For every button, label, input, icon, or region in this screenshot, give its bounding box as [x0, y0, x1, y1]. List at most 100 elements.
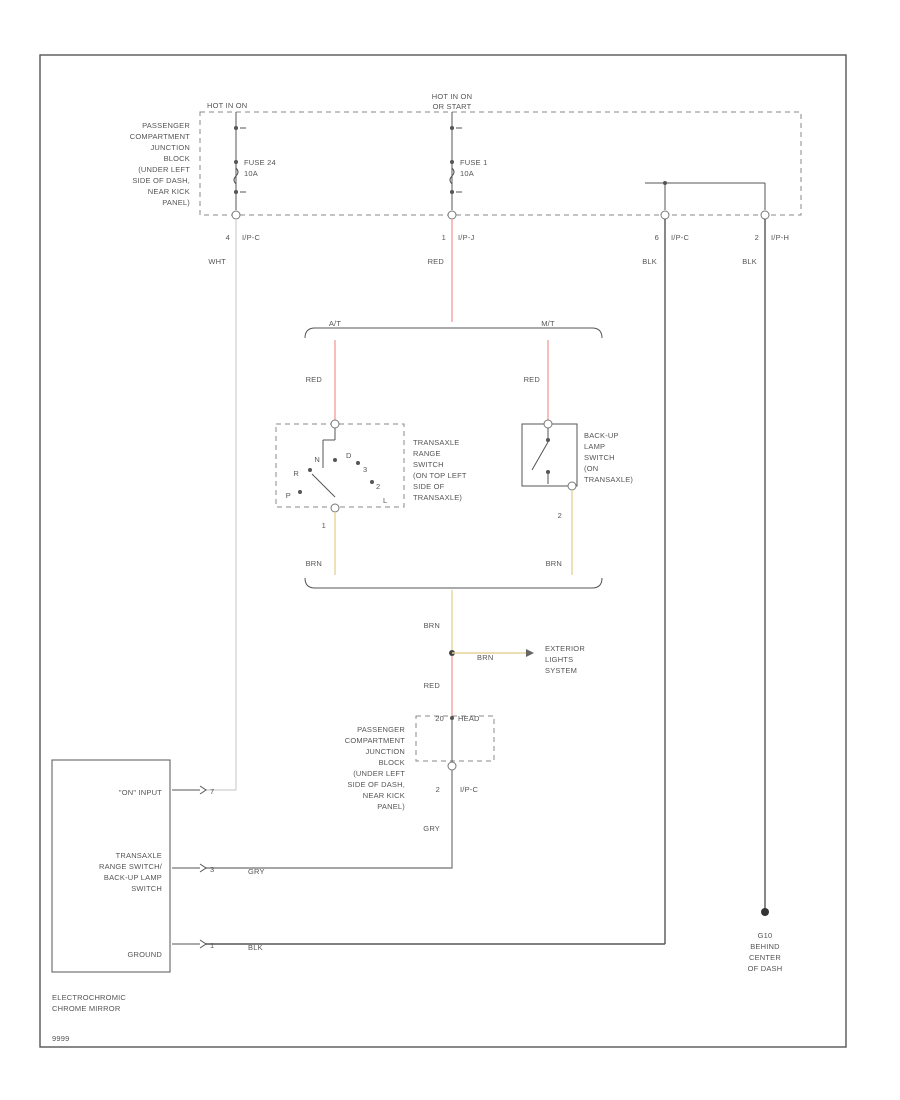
ground-splice-top	[645, 181, 766, 210]
pin-number: 2	[558, 511, 562, 520]
position-label: D	[346, 451, 352, 460]
hot-left-label: HOT IN ON	[207, 101, 247, 110]
label-line: COMPARTMENT	[345, 736, 405, 745]
label-line: BLOCK	[164, 154, 190, 163]
label-line: NEAR KICK	[363, 791, 405, 800]
fuse-name: FUSE 24	[244, 158, 276, 167]
wire-color-label: RED	[428, 257, 445, 266]
pin-number: 3	[210, 865, 214, 874]
position-label: P	[286, 491, 291, 500]
label-line: SWITCH	[413, 460, 444, 469]
input-label: "ON" INPUT	[119, 788, 162, 797]
wire-color-label: BRN	[424, 621, 440, 630]
pin-number: 4	[226, 233, 230, 242]
pin-number: 20	[435, 714, 444, 723]
label-line: SIDE OF	[413, 482, 445, 491]
pin-number: 2	[755, 233, 759, 242]
mirror-title: ELECTROCHROMIC CHROME MIRROR	[52, 993, 126, 1013]
input-label: TRANSAXLE	[116, 851, 162, 860]
wire-color-label: RED	[306, 375, 323, 384]
diagram-frame	[39, 54, 847, 1048]
label-line: ELECTROCHROMIC	[52, 993, 126, 1002]
wire-color-label: BRN	[546, 559, 562, 568]
hot-center-label: HOT IN ON	[432, 92, 472, 101]
split-label-mt: M/T	[541, 319, 555, 328]
wire-color-label: RED	[524, 375, 541, 384]
split-label-at: A/T	[329, 319, 341, 328]
wire-color-label: BRN	[306, 559, 322, 568]
connector-pins-top: 4 I/P-C 1 I/P-J 6 I/P-C 2 I/P-H WHT RED …	[208, 210, 789, 266]
wire-color-label: BLK	[642, 257, 657, 266]
label-line: PANEL)	[377, 802, 405, 811]
fuse-1: FUSE 1 10A	[449, 112, 487, 210]
label-line: COMPARTMENT	[130, 132, 190, 141]
label-line: BLOCK	[379, 758, 405, 767]
wire-color-label: RED	[424, 681, 441, 690]
label-line: TRANSAXLE	[413, 438, 459, 447]
wire-color-label: GRY	[248, 867, 265, 876]
backup-switch-label: BACK-UP LAMP SWITCH (ON TRANSAXLE)	[584, 431, 633, 484]
ground-id: G10	[758, 931, 773, 940]
pin-number: 1	[442, 233, 446, 242]
label-line: CHROME MIRROR	[52, 1004, 121, 1013]
label-line: (ON TOP LEFT	[413, 471, 467, 480]
connector-name: I/P-H	[771, 233, 789, 242]
position-label: N	[314, 455, 320, 464]
wire-gry	[205, 770, 453, 869]
label-line: (ON	[584, 464, 598, 473]
label-line: BEHIND	[750, 942, 780, 951]
mirror-box	[51, 759, 171, 973]
range-switch-box	[275, 423, 405, 508]
range-switch-label: TRANSAXLE RANGE SWITCH (ON TOP LEFT SIDE…	[413, 438, 467, 502]
junction-top-label: PASSENGER COMPARTMENT JUNCTION BLOCK (UN…	[130, 121, 190, 207]
junction-block-bottom	[415, 715, 495, 762]
connector-name: I/P-C	[242, 233, 260, 242]
junction-bottom-label: PASSENGER COMPARTMENT JUNCTION BLOCK (UN…	[345, 725, 405, 811]
label-line: PANEL)	[162, 198, 190, 207]
wire-color-label: BRN	[477, 653, 493, 662]
pin-number: 2	[436, 785, 440, 794]
pin-number: 6	[655, 233, 659, 242]
connector-name: I/P-C	[671, 233, 689, 242]
label-line: SWITCH	[584, 453, 615, 462]
fuse-rating: 10A	[244, 169, 258, 178]
mirror-inputs: "ON" INPUT TRANSAXLE RANGE SWITCH/ BACK-…	[99, 788, 163, 959]
label-line: PASSENGER	[357, 725, 405, 734]
connector-tag: HEAD	[458, 714, 480, 723]
exterior-lights-label: EXTERIOR LIGHTS SYSTEM	[545, 644, 585, 675]
label-line: TRANSAXLE)	[413, 493, 462, 502]
wire-color-label: BLK	[742, 257, 757, 266]
pin-number: 1	[210, 941, 214, 950]
input-label: RANGE SWITCH/	[99, 862, 163, 871]
wire-color-label: GRY	[423, 824, 440, 833]
label-line: SIDE OF DASH,	[347, 780, 405, 789]
wire-color-label: WHT	[208, 257, 226, 266]
footer-code: 9999	[52, 1034, 70, 1043]
fuse-rating: 10A	[460, 169, 474, 178]
mirror-pins: 7 3 1	[172, 785, 214, 950]
connector-name: I/P-C	[460, 785, 478, 794]
wire-color-label: BLK	[248, 943, 263, 952]
merge-bracket	[304, 577, 603, 589]
backup-switch-box	[521, 423, 578, 487]
arrow-icon	[526, 649, 534, 657]
connector-name: I/P-J	[458, 233, 474, 242]
label-line: BACK-UP	[584, 431, 619, 440]
hot-center-label: OR START	[433, 102, 472, 111]
range-switch-internals: P R N D 3 2 L	[286, 419, 387, 513]
pin-number: 1	[322, 521, 326, 530]
label-line: (UNDER LEFT	[353, 769, 405, 778]
input-label: BACK-UP LAMP	[104, 873, 162, 882]
label-line: NEAR KICK	[148, 187, 190, 196]
position-label: L	[383, 496, 387, 505]
pin-number: 7	[210, 787, 214, 796]
label-line: RANGE	[413, 449, 441, 458]
position-label: R	[293, 469, 299, 478]
ground-label: G10 BEHIND CENTER OF DASH	[748, 931, 783, 973]
label-line: (UNDER LEFT	[138, 165, 190, 174]
split-bracket-top	[304, 327, 603, 339]
position-label: 2	[376, 482, 380, 491]
label-line: PASSENGER	[142, 121, 190, 130]
label-line: OF DASH	[748, 964, 783, 973]
